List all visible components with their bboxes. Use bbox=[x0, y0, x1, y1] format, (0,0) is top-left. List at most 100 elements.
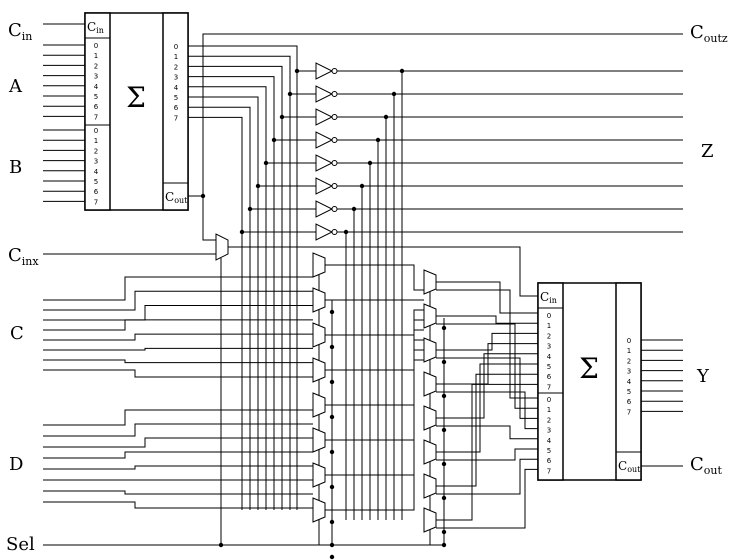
inverter-gate bbox=[315, 108, 334, 126]
wire-coutz bbox=[188, 33, 683, 197]
adder-bottom-c-bit: 1 bbox=[547, 322, 551, 330]
junction-dot bbox=[399, 68, 405, 74]
adder-bottom-c-bit: 0 bbox=[547, 312, 551, 320]
mux-gate bbox=[312, 462, 326, 488]
wire-to-c-bit bbox=[436, 281, 538, 314]
adder-top-out-bit: 5 bbox=[174, 94, 178, 102]
junction-dot bbox=[343, 229, 349, 235]
adder-bottom-out-bit: 7 bbox=[627, 408, 631, 416]
junction-dot bbox=[263, 160, 269, 166]
adder-top-out-bit: 0 bbox=[174, 43, 178, 51]
wire-to-d-bit bbox=[436, 425, 538, 440]
adder-bottom-c-bit: 4 bbox=[547, 353, 552, 361]
mux-gate bbox=[423, 303, 437, 329]
junction-dot bbox=[329, 344, 335, 350]
junction-dot bbox=[329, 414, 335, 420]
adder-top-cin-label: Cin bbox=[87, 20, 104, 35]
junction-dot bbox=[441, 359, 447, 365]
adder-top-out-bit: 1 bbox=[174, 53, 178, 61]
junction-dot bbox=[359, 183, 365, 189]
inverter-bubble bbox=[331, 91, 338, 97]
input-label-cin: Cin bbox=[8, 20, 32, 43]
input-label-cinx: Cinx bbox=[8, 245, 39, 268]
wire-to-d-bit bbox=[436, 323, 538, 409]
wire-to-c-bit bbox=[436, 315, 538, 324]
adder-top-b-bit: 1 bbox=[94, 137, 98, 145]
junction-dot bbox=[329, 379, 335, 385]
output-label-y: Y bbox=[696, 366, 710, 387]
wire-mux-a-out bbox=[325, 349, 424, 476]
mux-gate bbox=[312, 252, 326, 278]
junction-dot bbox=[441, 427, 447, 433]
adder-top-a-bit: 0 bbox=[94, 42, 98, 50]
wire-mux-a-out bbox=[325, 329, 424, 406]
wire-sum-bit bbox=[188, 55, 291, 510]
mux-gate bbox=[423, 269, 437, 295]
carry-mux bbox=[215, 233, 229, 261]
wire-sum-bit bbox=[188, 45, 298, 510]
adder-top-out-bit: 7 bbox=[174, 114, 178, 122]
adder-top-b-bit: 3 bbox=[94, 158, 98, 166]
adder-bottom-out-bit: 1 bbox=[627, 347, 631, 355]
mux-gate bbox=[312, 497, 326, 523]
junction-dot bbox=[287, 91, 293, 97]
adder-bottom-d-bit: 7 bbox=[547, 467, 551, 475]
wire-d-bit bbox=[43, 490, 313, 495]
junction-dot bbox=[367, 160, 373, 166]
wire-to-d-bit bbox=[436, 391, 538, 430]
output-label-cout: Cout bbox=[690, 454, 722, 477]
wire-d-bit bbox=[43, 437, 313, 448]
mux-gate bbox=[423, 371, 437, 397]
wire-to-d-bit bbox=[436, 458, 538, 495]
junction-dot bbox=[200, 193, 206, 199]
mux-gate bbox=[312, 392, 326, 418]
adder-bottom-d-bit: 4 bbox=[547, 437, 552, 445]
inverter-gate bbox=[315, 223, 334, 241]
wire-c-bit bbox=[43, 359, 313, 364]
adder-bottom-c-bit: 7 bbox=[547, 383, 551, 391]
inverter-gate bbox=[315, 200, 334, 218]
junction-dot bbox=[383, 114, 389, 120]
wire-to-d-bit bbox=[436, 468, 538, 529]
junction-dot bbox=[441, 542, 447, 548]
junction-dot bbox=[218, 542, 224, 548]
adder-top-out-bit: 3 bbox=[174, 74, 178, 82]
inverter-bubble bbox=[331, 137, 338, 143]
mux-gate bbox=[423, 337, 437, 363]
adder-top-b-bit: 6 bbox=[94, 188, 99, 196]
junction-dots bbox=[200, 68, 447, 560]
adder-top-sum-symbol: Σ bbox=[126, 81, 146, 114]
junction-dot bbox=[255, 183, 261, 189]
adder-bottom-c-bit: 3 bbox=[547, 343, 551, 351]
adder-top-output-column bbox=[162, 12, 189, 211]
junction-dot bbox=[329, 554, 335, 560]
adder-bottom-d-bit: 6 bbox=[547, 457, 552, 465]
adder-bottom-out-bit: 0 bbox=[627, 337, 631, 345]
wire-d-bit bbox=[43, 501, 313, 509]
inverter-gate bbox=[315, 62, 334, 80]
adder-bottom-out-bit: 6 bbox=[627, 398, 632, 406]
adder-top-b-bit: 5 bbox=[94, 178, 98, 186]
wire-to-d-bit bbox=[436, 448, 538, 461]
adder-top-out-bit: 6 bbox=[174, 104, 179, 112]
adder-top-b-bit: 4 bbox=[94, 168, 99, 176]
wire-mux-a-out bbox=[325, 319, 424, 371]
junction-dot bbox=[239, 229, 245, 235]
wire-d-bit bbox=[43, 465, 313, 470]
wire-carry-to-mux bbox=[202, 196, 216, 241]
adder-top-out-bit: 4 bbox=[174, 84, 179, 92]
inverter-bubble bbox=[331, 183, 338, 189]
inverter-bubble bbox=[331, 160, 338, 166]
junction-dot bbox=[279, 114, 285, 120]
wire-mux-a-out bbox=[325, 359, 424, 511]
inverter-gate bbox=[315, 131, 334, 149]
wire-c-bit bbox=[43, 347, 313, 351]
adder-top-a-bit: 6 bbox=[94, 103, 99, 111]
adder-top-a-bit: 5 bbox=[94, 93, 98, 101]
input-label-sel: Sel bbox=[6, 534, 35, 555]
wire-to-c-bit bbox=[436, 383, 538, 521]
mux-gate bbox=[423, 405, 437, 431]
adder-top-b-bit: 0 bbox=[94, 127, 98, 135]
wire-to-c-bit bbox=[436, 353, 538, 419]
